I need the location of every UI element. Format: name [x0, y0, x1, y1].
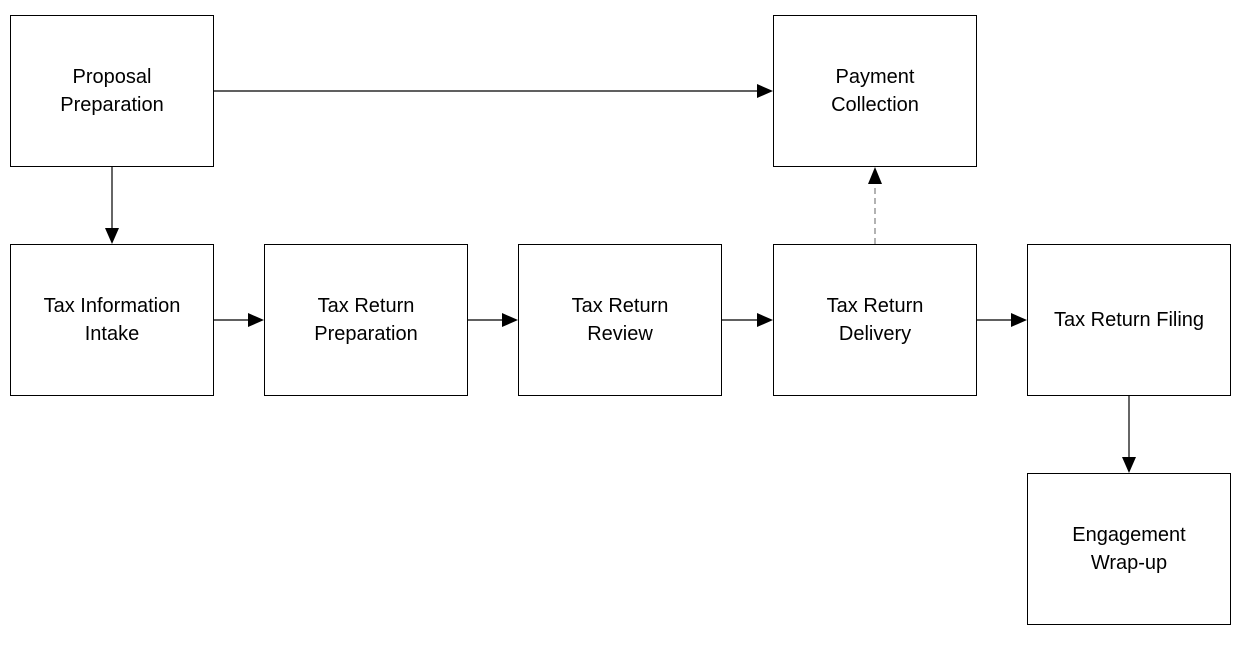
node-tax-information-intake: Tax Information Intake	[10, 244, 214, 396]
node-tax-return-preparation: Tax Return Preparation	[264, 244, 468, 396]
node-tax-return-delivery: Tax Return Delivery	[773, 244, 977, 396]
arrowhead-wrapup-top	[1122, 457, 1136, 473]
arrowhead-review-left	[502, 313, 518, 327]
node-label: Tax Return Preparation	[314, 295, 418, 345]
node-proposal-preparation: Proposal Preparation	[10, 15, 214, 167]
node-label: Tax Information Intake	[43, 295, 181, 345]
arrowhead-delivery-left	[757, 313, 773, 327]
node-payment-collection: Payment Collection	[773, 15, 977, 167]
arrowhead-filing-left	[1011, 313, 1027, 327]
node-label: Tax Return Review	[571, 295, 669, 345]
node-tax-return-review: Tax Return Review	[518, 244, 722, 396]
arrowhead-intake-top	[105, 228, 119, 244]
node-tax-return-filing: Tax Return Filing	[1027, 244, 1231, 396]
node-label: Engagement Wrap-up	[1072, 524, 1186, 574]
arrowhead-prep-left	[248, 313, 264, 327]
node-label: Tax Return Delivery	[826, 295, 924, 345]
node-engagement-wrap-up: Engagement Wrap-up	[1027, 473, 1231, 625]
arrowhead-payment-bottom	[868, 167, 882, 184]
node-label: Proposal Preparation	[60, 66, 164, 116]
node-label: Payment Collection	[831, 66, 919, 116]
arrowhead-payment-left	[757, 84, 773, 98]
node-label: Tax Return Filing	[1053, 309, 1205, 331]
